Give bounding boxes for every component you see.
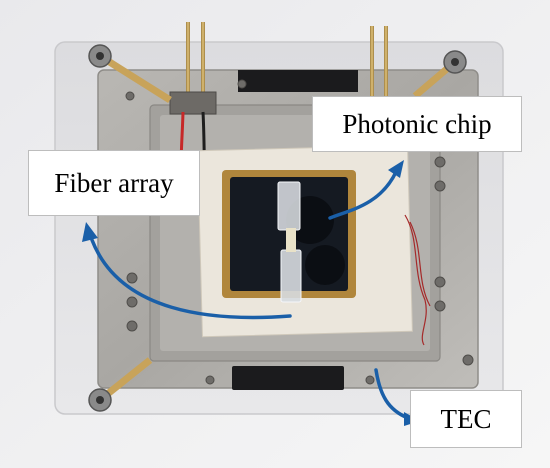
screw-top-left xyxy=(88,44,172,103)
pin xyxy=(201,22,205,98)
thin-wire xyxy=(404,214,427,346)
screw-bottom-left xyxy=(88,357,153,412)
arrow-photonic-chip xyxy=(328,170,398,220)
fiber-array-block xyxy=(280,249,302,303)
pin xyxy=(384,26,388,98)
screw-top-right xyxy=(412,50,467,99)
arrow-fiber-array xyxy=(90,238,292,320)
fiber-array-block xyxy=(277,181,301,231)
pin xyxy=(186,22,190,98)
label-fiber-array: Fiber array xyxy=(28,150,200,216)
mounting-holes xyxy=(125,79,474,385)
pin xyxy=(370,26,374,98)
thin-wire xyxy=(409,221,431,307)
glue xyxy=(286,228,296,252)
arrowhead xyxy=(82,222,98,242)
tape-top xyxy=(238,70,358,92)
connector-block xyxy=(169,91,217,115)
label-tec: TEC xyxy=(410,390,522,448)
tape-bottom xyxy=(232,366,344,390)
arrow-tec xyxy=(374,368,410,420)
arrowhead xyxy=(388,160,404,178)
chip-feature xyxy=(305,245,345,285)
label-photonic-chip: Photonic chip xyxy=(312,96,522,152)
